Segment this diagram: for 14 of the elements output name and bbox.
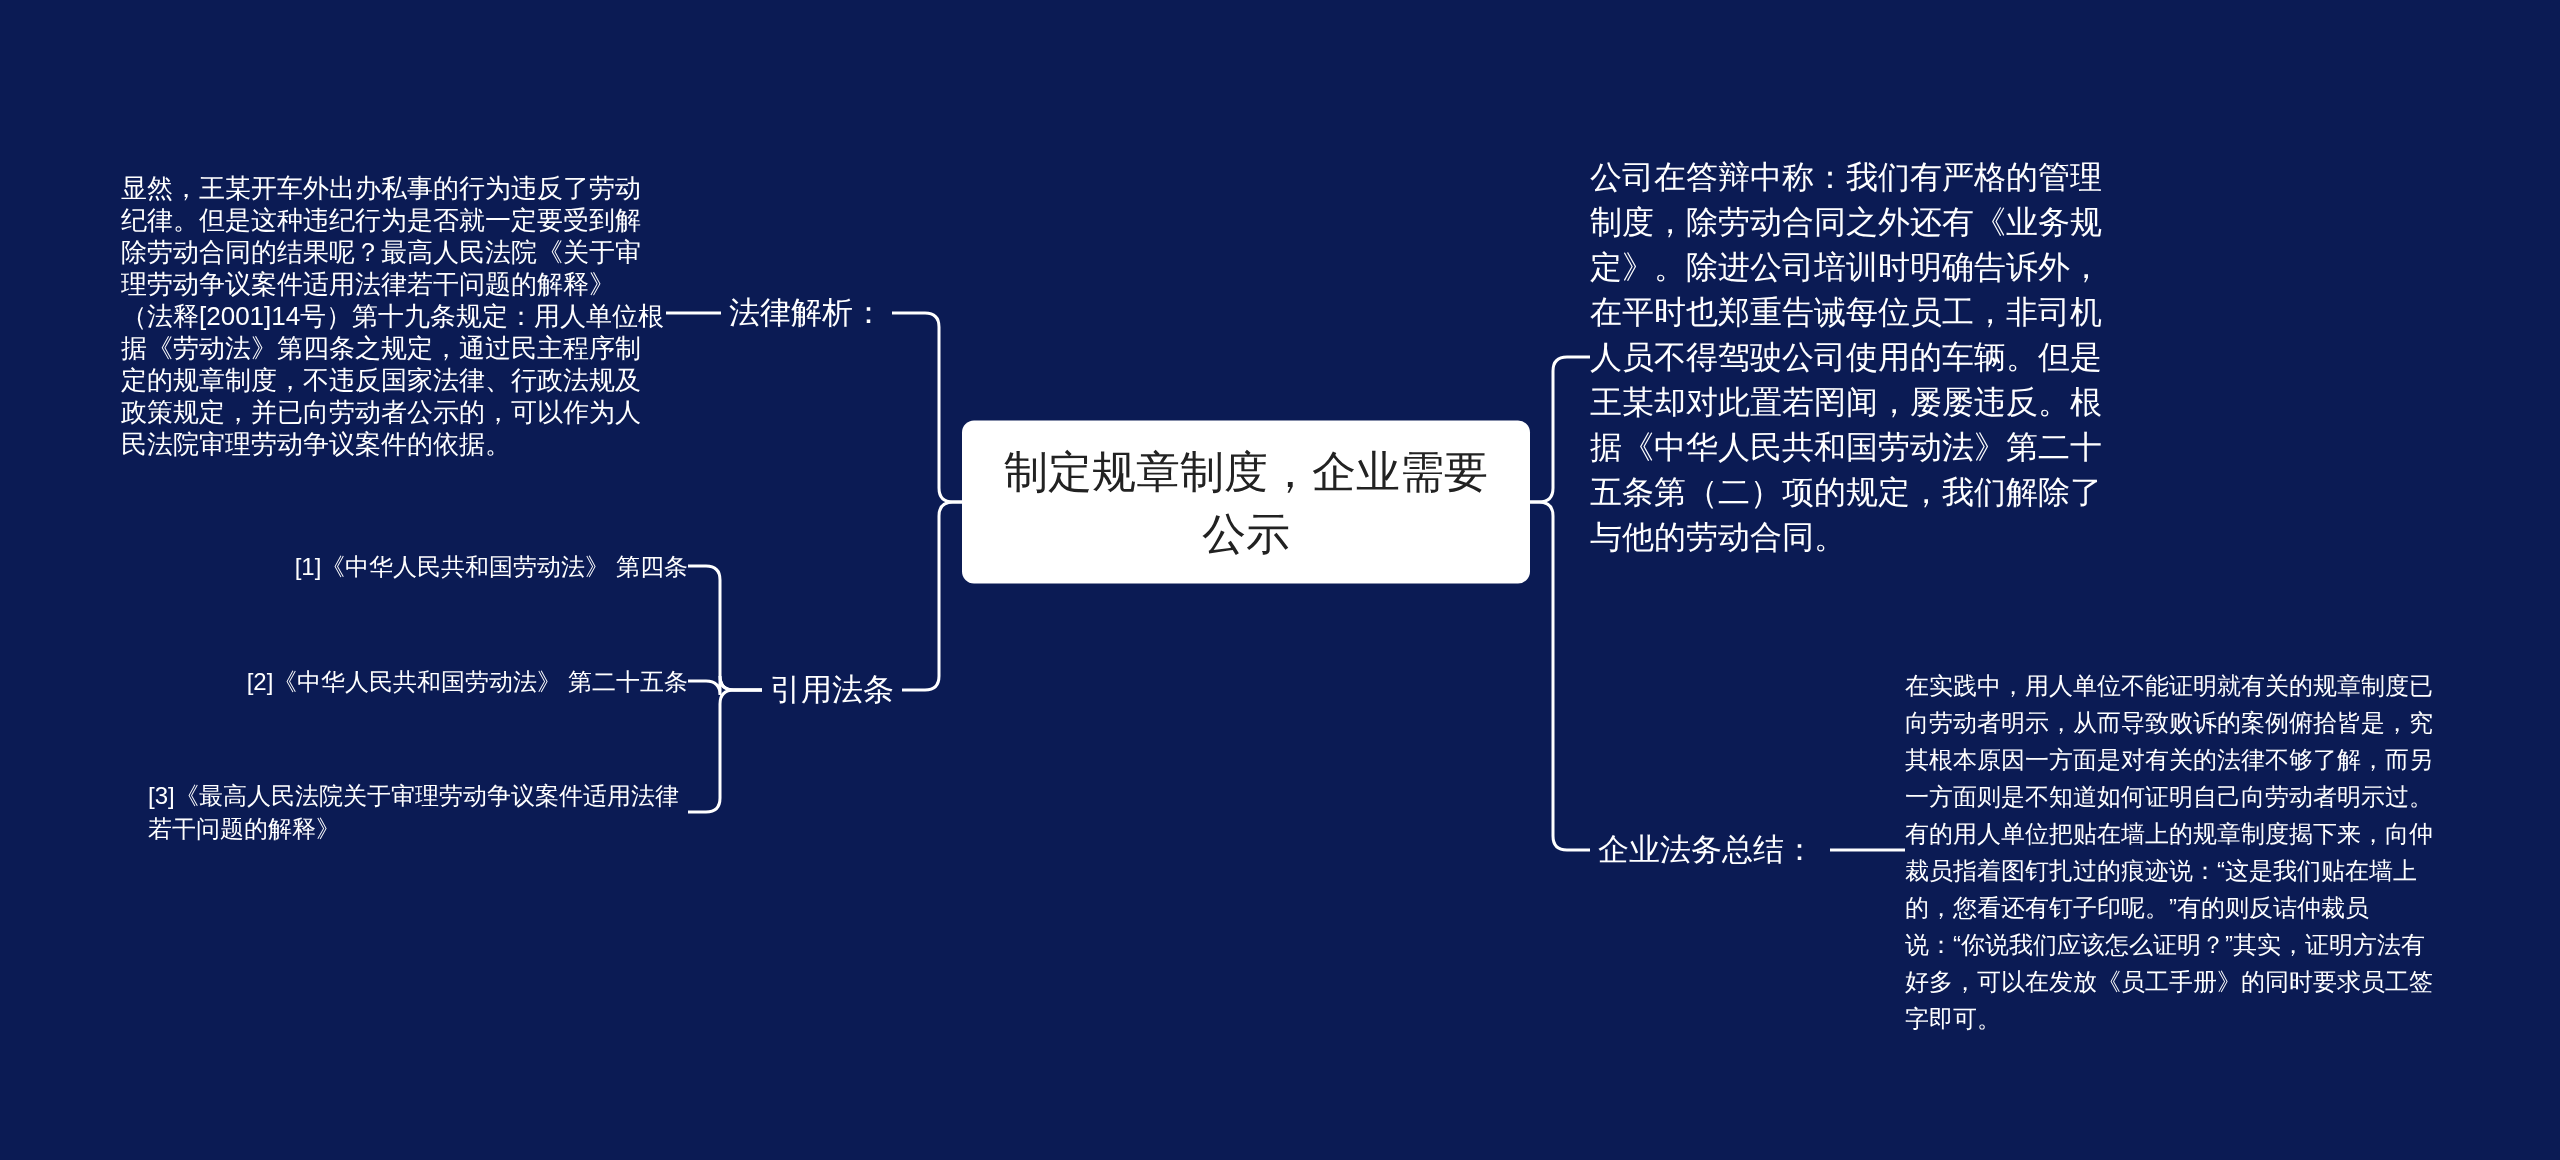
note-text: 在实践中，用人单位不能证明就有关的规章制度已向劳动者明示，从而导致败诉的案例俯拾皆是，究其根本原因一方面是对有关的法律不够了解，而另一方面则是不知道如何证明自己向劳动者明示过。有的用人单位把贴在墙上的规章制度揭下来，向仲裁员指着图钉扎过的痕迹说：“这是我们贴在墙上的，您看还有钉子印呢。”有的则反诘仲裁员说：“你说我们应该怎么证明？”其实，证明方法有好多，可以在发放《员工手册》的同时要求员工签字即可。 <box>1905 667 2435 1037</box>
central-topic-box: 制定规章制度，企业需要公示 <box>962 420 1530 584</box>
note-text: 显然，王某开车外出办私事的行为违反了劳动纪律。但是这种违纪行为是否就一定要受到解除劳动合同的结果呢？最高人民法院《关于审理劳动争议案件适用法律若干问题的解释》（法释[2001]14号）第十九条规定：用人单位根据《劳动法》第四条之规定，通过民主程序制定的规章制度，不违反国家法律、行政法规及政策规定，并已向劳动者公示的，可以作为人民法院审理劳动争议案件的依据。 <box>121 172 666 460</box>
reference-text: [1]《中华人民共和国劳动法》 第四条 <box>294 549 688 583</box>
connector-line <box>666 311 721 315</box>
branch-label: 企业法务总结： <box>1590 830 1830 870</box>
reference-text: [3]《最高人民法院关于审理劳动争议案件适用法律若干问题的解释》 <box>148 779 688 845</box>
branch-label: 引用法条 <box>762 670 902 710</box>
connector-line <box>1830 848 1905 852</box>
branch-label: 法律解析： <box>721 293 892 333</box>
connector-line <box>902 500 962 692</box>
note-text: 公司在答辩中称：我们有严格的管理制度，除劳动合同之外还有《业务规定》。除进公司培训时明确告诉外，在平时也郑重告诫每位员工，非司机人员不得驾驶公司使用的车辆。但是王某却对此置若罔闻，屡屡违反。根据《中华人民共和国劳动法》第二十五条第（二）项的规定，我们解除了与他的劳动合同。 <box>1590 154 2102 560</box>
connector-line <box>1530 500 1590 852</box>
reference-text: [2]《中华人民共和国劳动法》 第二十五条 <box>246 664 688 698</box>
